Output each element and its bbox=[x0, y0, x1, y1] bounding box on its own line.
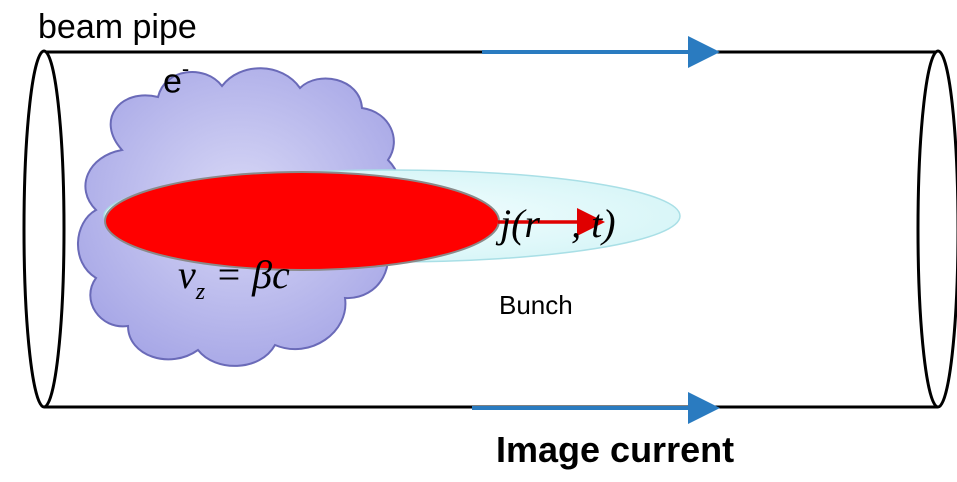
image-current-label: Image current bbox=[496, 429, 735, 470]
velocity-rhs: = βc bbox=[205, 252, 290, 297]
velocity-symbol: v bbox=[178, 252, 196, 297]
bunch-core bbox=[104, 171, 500, 271]
electron-label: e- bbox=[163, 58, 189, 101]
pipe-right-end bbox=[916, 49, 957, 409]
electron-symbol: e bbox=[163, 62, 182, 101]
pipe-left-end bbox=[22, 49, 66, 409]
bunch-label: Bunch bbox=[499, 290, 573, 320]
beam-pipe-label: beam pipe bbox=[38, 8, 197, 46]
electron-charge: - bbox=[181, 56, 190, 81]
velocity-label: vz = βc bbox=[178, 252, 290, 305]
velocity-subscript: z bbox=[195, 279, 206, 305]
current-density-label: j(r⃗, t) bbox=[500, 201, 616, 246]
